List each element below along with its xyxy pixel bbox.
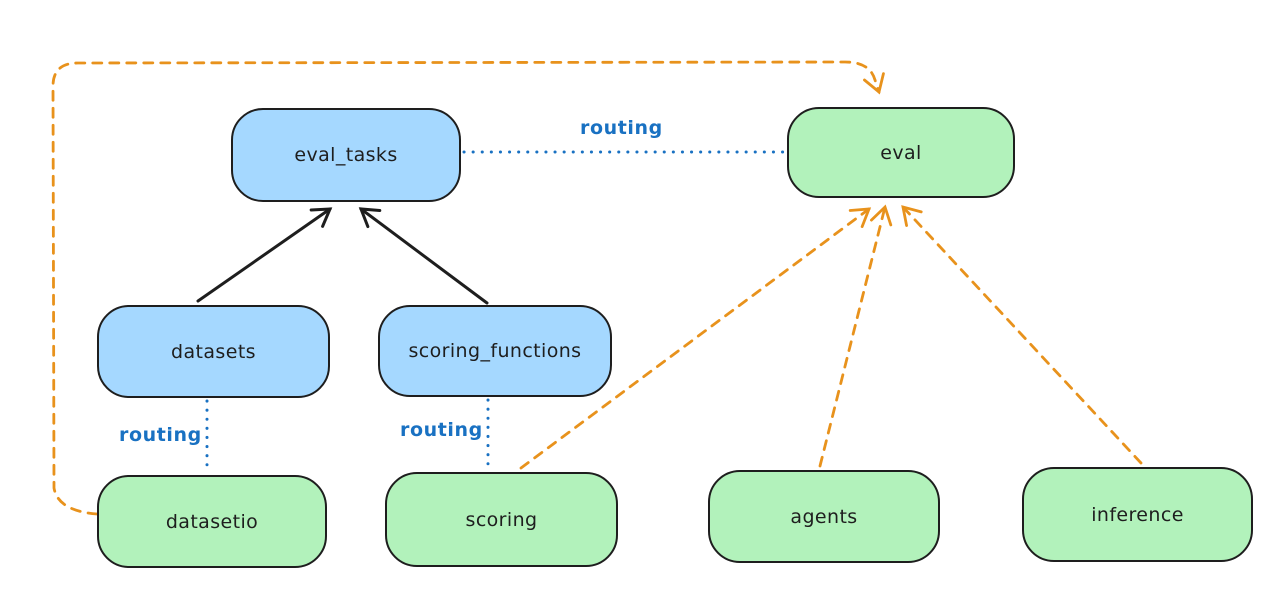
edge-datasetio-to-eval — [51, 60, 885, 516]
edge-agents-to-eval — [818, 204, 893, 468]
routing-label-eval-tasks-to-eval: routing — [580, 117, 663, 139]
node-eval-label: eval — [880, 141, 922, 164]
node-agents: agents — [708, 470, 940, 563]
edge-inference-to-eval — [901, 205, 1143, 465]
node-agents-label: agents — [790, 505, 858, 528]
routing-label-scoring-functions-to-scoring: routing — [400, 419, 483, 441]
node-eval: eval — [787, 107, 1015, 198]
node-datasets-label: datasets — [171, 340, 256, 363]
node-scoring: scoring — [385, 472, 618, 567]
node-scoring-functions: scoring_functions — [378, 305, 612, 397]
node-datasetio: datasetio — [97, 475, 327, 568]
edge-datasets-to-eval-tasks — [196, 207, 333, 303]
node-datasets: datasets — [97, 305, 330, 398]
node-scoring-functions-label: scoring_functions — [408, 340, 582, 362]
node-inference-label: inference — [1091, 503, 1184, 526]
edge-scoring-to-eval — [519, 207, 872, 470]
node-scoring-label: scoring — [465, 508, 538, 531]
routing-label-datasets-to-datasetio: routing — [119, 424, 202, 446]
node-eval-tasks-label: eval_tasks — [294, 144, 398, 166]
edge-scoring-functions-to-eval-tasks — [358, 207, 489, 305]
node-datasetio-label: datasetio — [165, 510, 259, 533]
node-inference: inference — [1022, 467, 1253, 562]
node-eval-tasks: eval_tasks — [231, 108, 461, 202]
